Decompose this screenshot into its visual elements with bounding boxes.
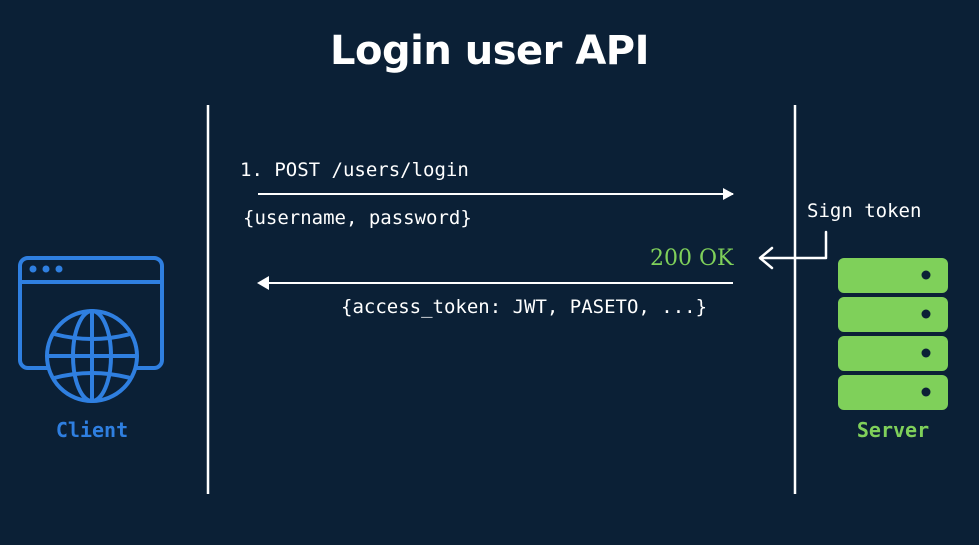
status-ok-label: 200 OK	[650, 246, 734, 271]
response-body-label: {access_token: JWT, PASETO, ...}	[341, 296, 708, 318]
sign-token-arrow	[758, 230, 828, 270]
server-caption: Server	[856, 418, 930, 442]
server-rack-icon	[838, 258, 948, 410]
request-label: 1. POST /users/login	[240, 159, 469, 181]
request-body-label: {username, password}	[243, 207, 472, 229]
browser-globe-icon	[18, 256, 164, 403]
page-title: Login user API	[330, 28, 649, 74]
response-arrow	[257, 276, 733, 290]
client-caption: Client	[55, 418, 129, 442]
sign-token-label: Sign token	[807, 200, 922, 222]
